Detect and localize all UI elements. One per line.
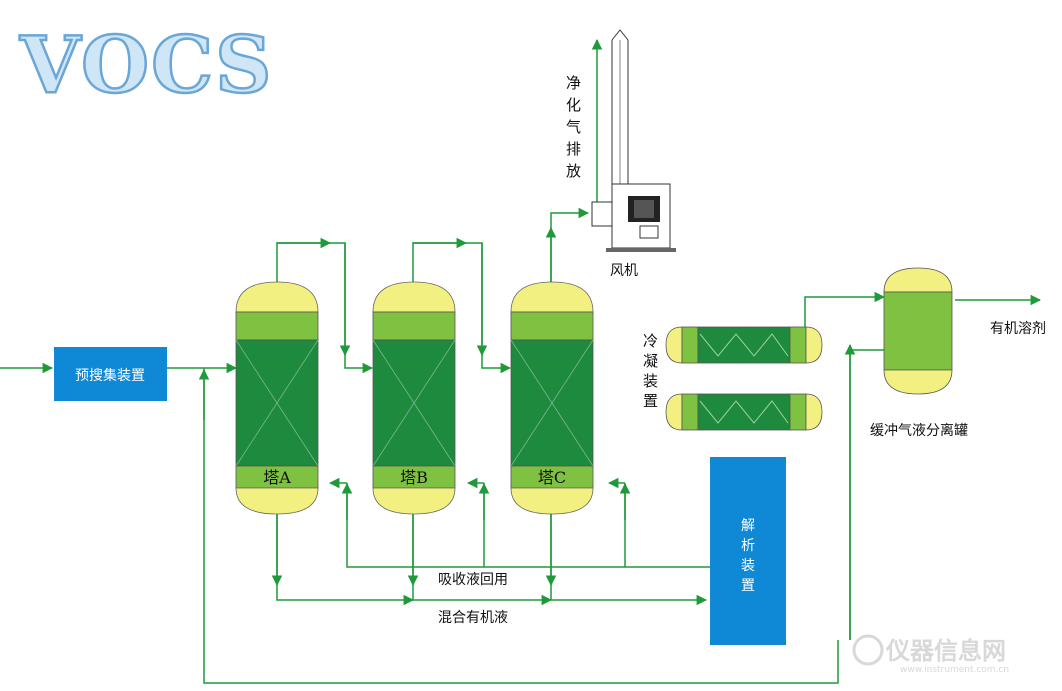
svg-text:装: 装 [741, 558, 755, 574]
desorption-unit: 解 析 装 置 [710, 457, 786, 645]
svg-text:气: 气 [566, 118, 581, 136]
pipe-network [0, 38, 1042, 684]
tower-c-label: 塔C [538, 468, 566, 487]
svg-text:化: 化 [566, 96, 581, 114]
svg-text:装: 装 [643, 372, 658, 390]
tower-a: 塔A [235, 281, 319, 515]
svg-text:解: 解 [741, 518, 755, 534]
mixed-organic-label: 混合有机液 [438, 610, 508, 626]
svg-text:仪器信息网: 仪器信息网 [885, 637, 1006, 665]
diagram-title: VOCS [19, 20, 274, 111]
pre-collection-label: 预搜集装置 [75, 367, 145, 384]
condenser-label: 冷 凝 装 置 [643, 332, 658, 410]
svg-text:放: 放 [566, 162, 581, 180]
buffer-tank: 缓冲气液分离罐 [870, 267, 968, 439]
svg-text:净: 净 [566, 74, 581, 92]
tower-a-label: 塔A [263, 468, 291, 487]
svg-text:冷: 冷 [643, 332, 658, 350]
svg-text:排: 排 [566, 140, 581, 158]
watermark-logo: 仪器信息网 www.instrument.com.cn [852, 634, 1009, 675]
fan-unit: 风机 [591, 183, 676, 279]
svg-text:www.instrument.com.cn: www.instrument.com.cn [900, 665, 1009, 675]
svg-text:置: 置 [741, 578, 755, 594]
svg-text:析: 析 [741, 538, 755, 554]
tower-b-label: 塔B [400, 468, 428, 487]
svg-text:置: 置 [643, 392, 658, 410]
condenser-top [665, 326, 823, 364]
pre-collection-unit: 预搜集装置 [54, 347, 167, 401]
condenser-bottom [665, 393, 823, 431]
organic-solvent-label: 有机溶剂 [990, 321, 1046, 337]
exhaust-label: 净 化 气 排 放 [566, 74, 581, 180]
tower-c: 塔C [510, 281, 594, 515]
absorb-reuse-label: 吸收液回用 [438, 572, 508, 588]
fan-label: 风机 [610, 263, 638, 279]
tower-b: 塔B [372, 281, 456, 515]
buffer-tank-label: 缓冲气液分离罐 [870, 422, 968, 439]
svg-text:凝: 凝 [643, 352, 658, 370]
